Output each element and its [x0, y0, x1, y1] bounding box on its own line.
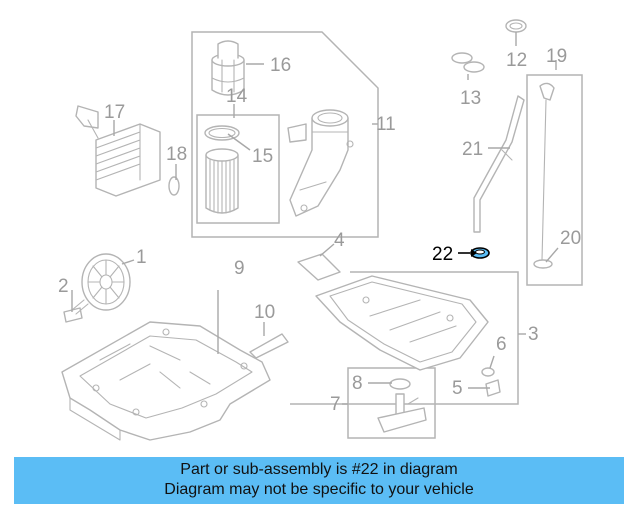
part-21-dipstick-tube: [473, 95, 525, 233]
dipstick-group-frame: [526, 74, 583, 286]
oil-level-sensor-group-frame: [347, 367, 436, 439]
part-4-gasket: [297, 253, 341, 281]
leader-22-arrowhead: [471, 249, 477, 257]
callout-18: 18: [166, 144, 187, 165]
callout-2: 2: [58, 276, 69, 297]
banner-line-1: Part or sub-assembly is #22 in diagram: [180, 461, 458, 478]
callout-5: 5: [452, 378, 463, 399]
part-17-oil-cooler: [75, 105, 161, 197]
part-10-gasket: [249, 333, 289, 359]
oil-filter-element-subframe: [196, 114, 280, 224]
callout-3: 3: [528, 324, 539, 345]
callout-15: 15: [252, 146, 273, 167]
callout-16: 16: [270, 55, 291, 76]
oil-filter-housing-group-frame: [191, 31, 379, 238]
callout-1: 1: [136, 247, 147, 268]
part-13-seals: [451, 52, 485, 73]
callout-22: 22: [432, 244, 453, 265]
part-3-oil-pan: [315, 275, 489, 371]
part-2-bolt: [63, 299, 89, 323]
callout-21: 21: [462, 139, 483, 160]
part-6-washer: [481, 367, 495, 377]
callout-10: 10: [254, 302, 275, 323]
part-7-oil-level-sensor: [377, 393, 427, 433]
callout-13: 13: [460, 88, 481, 109]
banner-line-2: Diagram may not be specific to your vehi…: [164, 481, 474, 498]
callout-12: 12: [506, 50, 527, 71]
leader-lines: [71, 32, 559, 405]
callout-8: 8: [352, 373, 363, 394]
info-banner: Part or sub-assembly is #22 in diagram D…: [14, 457, 624, 504]
part-9-upper-oil-pan: [61, 321, 271, 441]
callout-7: 7: [330, 394, 341, 415]
part-12-seal: [505, 19, 527, 33]
callout-9: 9: [234, 258, 245, 279]
part-18-o-ring: [168, 176, 180, 196]
parts-diagram: 1 2 3 4 5 6 7 8 9 10 11 12 13 14 15 16 1…: [58, 19, 583, 441]
callout-4: 4: [334, 230, 345, 251]
callout-11: 11: [376, 114, 396, 135]
callout-19: 19: [546, 46, 567, 67]
callout-20: 20: [560, 228, 581, 249]
callout-17: 17: [104, 102, 125, 123]
callout-14: 14: [226, 86, 248, 107]
part-1-pulley: [81, 253, 131, 311]
part-11-filter-housing: [287, 109, 354, 217]
part-5-drain-plug: [485, 379, 501, 397]
part-8-sensor-o-ring: [389, 378, 411, 390]
callout-6: 6: [496, 334, 507, 355]
part-19-dipstick: [533, 82, 555, 269]
part-16-filter-cap: [211, 40, 245, 96]
